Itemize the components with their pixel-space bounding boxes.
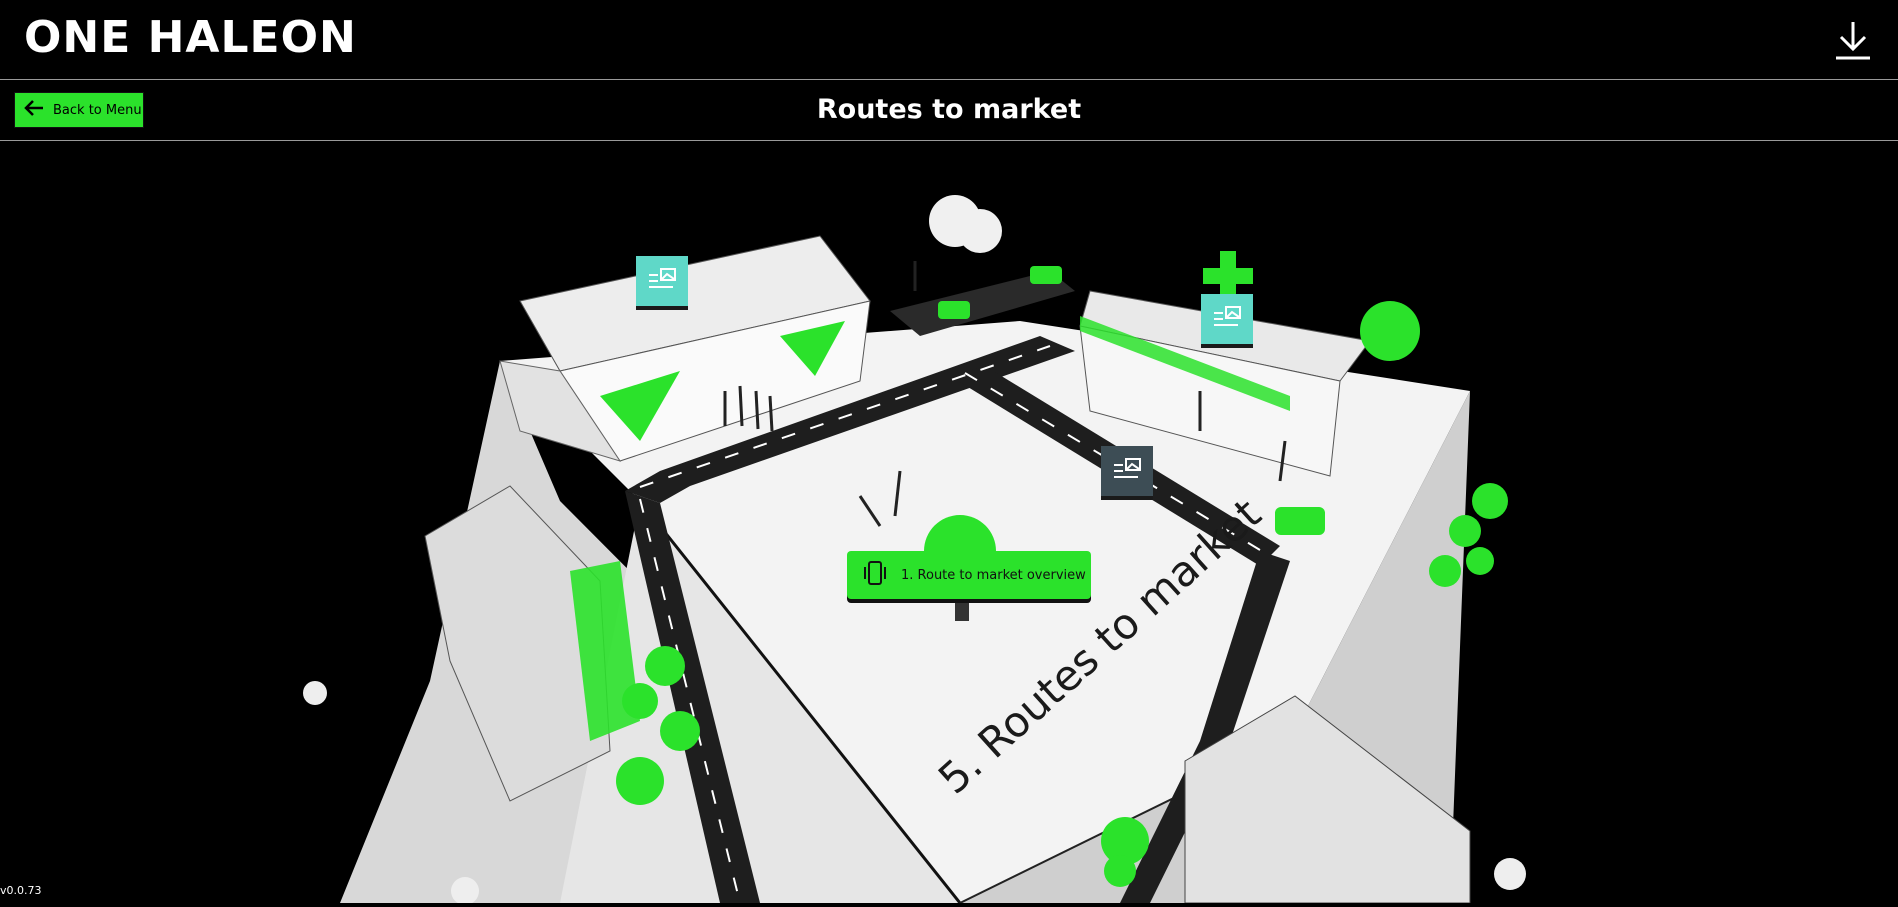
article-icon bbox=[1212, 305, 1242, 333]
hotspot-pharmacy[interactable] bbox=[1201, 294, 1253, 344]
hotspot-road[interactable] bbox=[1101, 446, 1153, 496]
version-label: v0.0.73 bbox=[0, 884, 42, 897]
article-icon bbox=[647, 267, 677, 295]
top-bar: ONE HALEON bbox=[0, 0, 1898, 80]
back-to-menu-button[interactable]: Back to Menu bbox=[14, 92, 144, 128]
routes-to-market-scene[interactable]: 5. Routes to market bbox=[0, 141, 1898, 905]
phone-vibrate-icon bbox=[861, 560, 889, 590]
back-to-menu-label: Back to Menu bbox=[53, 102, 142, 118]
haleon-logo: ONE HALEON bbox=[24, 12, 357, 63]
route-to-market-overview-button[interactable]: 1. Route to market overview bbox=[847, 551, 1091, 599]
arrow-left-icon bbox=[23, 99, 45, 121]
article-icon bbox=[1112, 457, 1142, 485]
page-title: Routes to market bbox=[816, 94, 1082, 125]
sub-header: Back to Menu Routes to market bbox=[0, 80, 1898, 141]
download-icon[interactable] bbox=[1830, 18, 1876, 64]
hotspot-store[interactable] bbox=[636, 256, 688, 306]
overview-label: 1. Route to market overview bbox=[901, 567, 1086, 583]
